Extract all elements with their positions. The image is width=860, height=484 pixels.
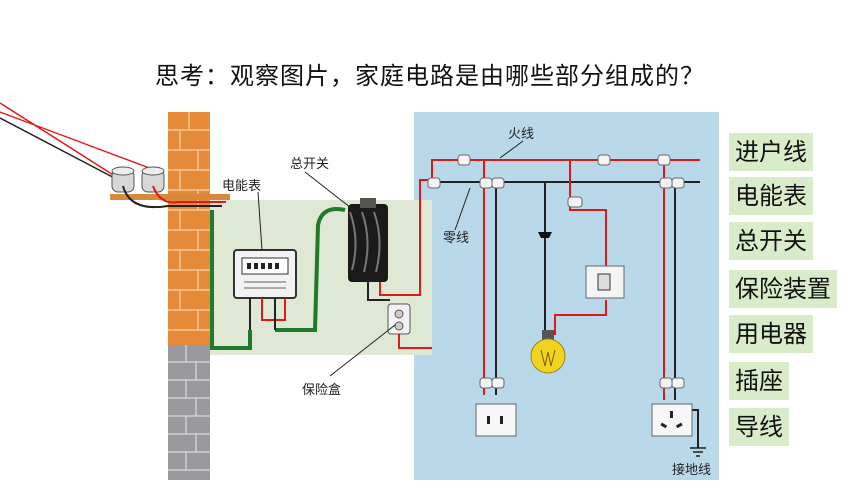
page-title: 思考：观察图片，家庭电路是由哪些部分组成的？ — [155, 62, 705, 90]
component-label: 用电器 — [729, 315, 813, 353]
component-label: 电能表 — [729, 177, 813, 215]
neutral-wire-label: 零线 — [443, 231, 469, 246]
component-label: 导线 — [729, 408, 789, 446]
ground-icon — [690, 447, 706, 457]
insulator-bracket — [110, 166, 230, 208]
main-switch-label: 总开关 — [290, 157, 329, 172]
three-pin-socket — [651, 403, 693, 437]
meter-label: 电能表 — [222, 179, 261, 194]
live-wire-label: 火线 — [508, 127, 534, 142]
distribution-lines — [431, 159, 700, 448]
component-label: 总开关 — [729, 222, 813, 260]
brick-wall — [168, 112, 210, 480]
electric-meter — [233, 249, 297, 330]
incoming-lines — [0, 102, 161, 183]
label-pointers — [257, 140, 524, 377]
fuse-box-label: 保险盒 — [302, 382, 341, 398]
two-pin-socket — [475, 403, 517, 437]
component-label: 插座 — [729, 362, 789, 400]
main-switch — [348, 179, 432, 301]
component-label: 进户线 — [729, 133, 813, 171]
service-wires — [210, 207, 346, 350]
wall-switch — [585, 265, 625, 299]
component-label: 保险装置 — [729, 270, 837, 308]
light-bulb — [530, 232, 566, 374]
wire-clips — [427, 154, 685, 389]
ground-label: 接地线 — [672, 462, 711, 478]
